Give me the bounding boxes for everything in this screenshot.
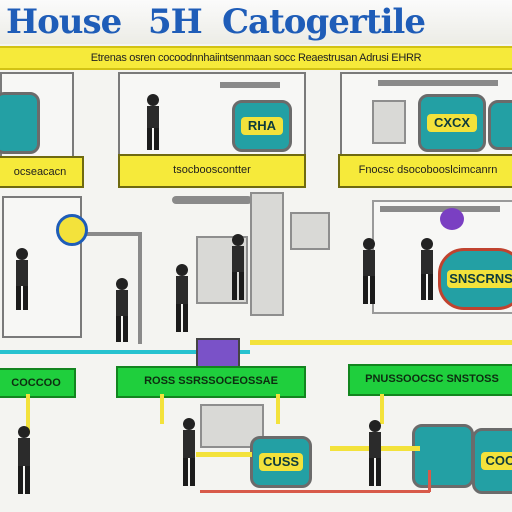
top-right-tank: CXCX <box>418 94 486 152</box>
subtitle-bar: Etrenas osren cocoodnnhaiintsenmaan socc… <box>0 46 512 70</box>
top-right-edge-tank <box>488 100 512 150</box>
gauge-icon <box>56 214 88 246</box>
title-left: House <box>6 2 122 42</box>
mid-center-block <box>290 212 330 250</box>
worker-figure <box>369 420 381 486</box>
top-mid-label: tsocbooscontter <box>118 154 306 188</box>
connector-pipe <box>0 350 250 354</box>
worker-figure <box>116 278 128 342</box>
bottom-right-tank-a <box>412 424 474 488</box>
worker-figure <box>176 264 188 332</box>
bottom-pipe <box>196 452 252 457</box>
pump-device <box>196 338 240 368</box>
top-right-pipe <box>378 80 498 86</box>
mid-right-tank: SNSCRNS <box>438 248 512 310</box>
bottom-mid-tank: CUSS <box>250 436 312 488</box>
bottom-red-pipe <box>428 470 431 492</box>
mid-right-pipe <box>380 206 500 212</box>
mid-right-tank-label: SNSCRNS <box>447 270 512 288</box>
worker-figure <box>147 94 159 150</box>
worker-figure <box>363 238 375 304</box>
top-right-label: Fnocsc dsocobooslcimcanrn <box>338 154 512 188</box>
title-mid: 5H <box>148 2 203 42</box>
title-right: Catogertile <box>222 2 426 42</box>
top-left-tank <box>0 92 40 154</box>
bottom-connector <box>160 394 164 424</box>
mid-right-badge <box>440 208 464 230</box>
bottom-connector <box>26 394 30 434</box>
mid-left-pipe <box>70 232 140 236</box>
bottom-connector <box>380 394 384 424</box>
bottom-right-label: PNUSSOOCSC SNSTOSS <box>348 364 512 396</box>
worker-figure <box>421 238 433 300</box>
top-right-tank-label: CXCX <box>427 114 477 132</box>
bottom-left-label: COCCOO <box>0 368 76 398</box>
mid-left-pipe-vertical <box>138 232 142 344</box>
bottom-mid-tank-label: CUSS <box>259 453 303 471</box>
connector-pipe <box>250 340 512 345</box>
mid-center-tower <box>250 192 284 316</box>
bottom-red-pipe <box>200 490 430 493</box>
top-right-valve <box>372 100 406 144</box>
top-left-label: ocseacacn <box>0 156 84 188</box>
bottom-right-tank-label: COC <box>481 452 512 470</box>
diagram-title: House 5H Catogertile <box>0 0 512 44</box>
mid-center-arm <box>172 196 252 204</box>
worker-figure <box>232 234 244 300</box>
worker-figure <box>183 418 195 486</box>
bottom-mid-label: ROSS SSRSSOCEOSSAE <box>116 366 306 398</box>
worker-figure <box>16 248 28 310</box>
worker-figure <box>18 426 30 494</box>
top-mid-tank: RHA <box>232 100 292 152</box>
top-mid-pipe <box>220 82 280 88</box>
bottom-connector <box>276 394 280 424</box>
bottom-right-tank-b: COC <box>472 428 512 494</box>
top-mid-tank-label: RHA <box>241 117 283 135</box>
